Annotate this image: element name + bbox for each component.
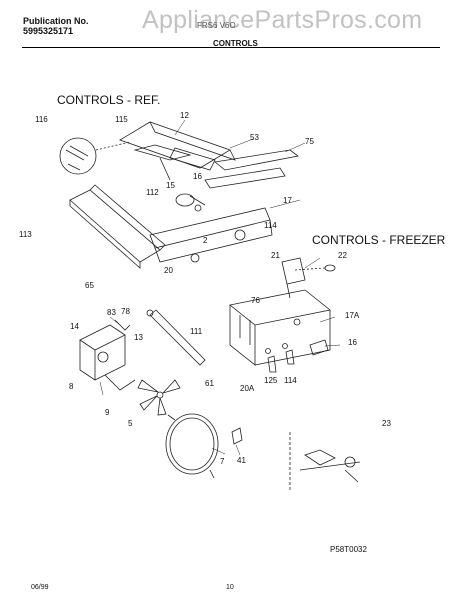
detail-circle-116: [59, 137, 131, 175]
part-label-17: 17: [283, 196, 292, 205]
part-label-21: 21: [271, 251, 280, 260]
header-rule: [22, 47, 440, 48]
publication-label: Publication No.: [23, 16, 89, 26]
part-label-83: 83: [107, 308, 116, 317]
part-label-17a: 17A: [345, 311, 360, 320]
freezer-control-21: [281, 257, 336, 299]
knob-15: [175, 193, 206, 212]
motor-bracket: [79, 319, 136, 391]
part-label-114b: 114: [284, 376, 297, 385]
publication-block: Publication No. 5995325171: [23, 16, 89, 36]
part-label-8: 8: [69, 382, 74, 391]
part-label-16b: 16: [348, 338, 357, 347]
part-label-2: 2: [203, 236, 208, 245]
part-label-16a: 16: [193, 172, 202, 181]
watermark: AppliancePartsPros.com: [142, 6, 423, 34]
footer-page: 10: [226, 584, 234, 591]
freezer-housing: [229, 289, 331, 366]
diagram-code: P58T0032: [330, 545, 367, 554]
controls-freezer-title: CONTROLS - FREEZER: [312, 233, 446, 247]
part-label-13: 13: [134, 333, 143, 342]
rod-111: [146, 309, 206, 366]
part-label-12: 12: [180, 111, 189, 120]
part-label-112: 112: [146, 188, 159, 197]
part-label-76: 76: [251, 296, 260, 305]
bracket-75: [204, 149, 299, 189]
part-label-53: 53: [250, 133, 259, 142]
panel-2: [149, 207, 273, 263]
footer-date: 06/99: [31, 584, 49, 591]
part-label-7: 7: [220, 457, 225, 466]
part-label-75: 75: [305, 137, 314, 146]
part-label-115: 115: [115, 115, 128, 124]
part-label-111: 111: [190, 327, 203, 336]
part-label-20a: 20A: [240, 384, 255, 393]
clip-41: [231, 427, 243, 445]
part-label-5: 5: [128, 419, 133, 428]
part-label-41: 41: [237, 456, 246, 465]
part-label-14: 14: [70, 322, 79, 331]
controls-ref-title: CONTROLS - REF.: [57, 93, 161, 107]
screws-125-114: [267, 349, 295, 373]
part-label-125: 125: [264, 376, 278, 385]
model-number: FRS6 V6O: [197, 21, 236, 30]
part-label-116: 116: [35, 115, 48, 124]
tray-113: [69, 184, 166, 269]
leader-lines: [99, 119, 341, 456]
part-label-22: 22: [338, 251, 347, 260]
part-label-65: 65: [85, 281, 94, 290]
section-title: CONTROLS: [213, 39, 258, 48]
publication-number: 5995325171: [23, 26, 74, 36]
part-label-78: 78: [121, 307, 130, 316]
fan-blade: [137, 379, 181, 416]
wiring-23: [289, 432, 361, 490]
part-label-15: 15: [166, 181, 175, 190]
ref-control-housing: [119, 121, 236, 181]
part-label-20: 20: [164, 266, 173, 275]
part-label-114a: 114: [264, 221, 277, 230]
fan-ring: [165, 413, 219, 479]
part-label-9: 9: [105, 408, 110, 417]
part-label-61: 61: [205, 379, 214, 388]
part-label-23: 23: [382, 419, 391, 428]
part-label-113: 113: [19, 230, 32, 239]
